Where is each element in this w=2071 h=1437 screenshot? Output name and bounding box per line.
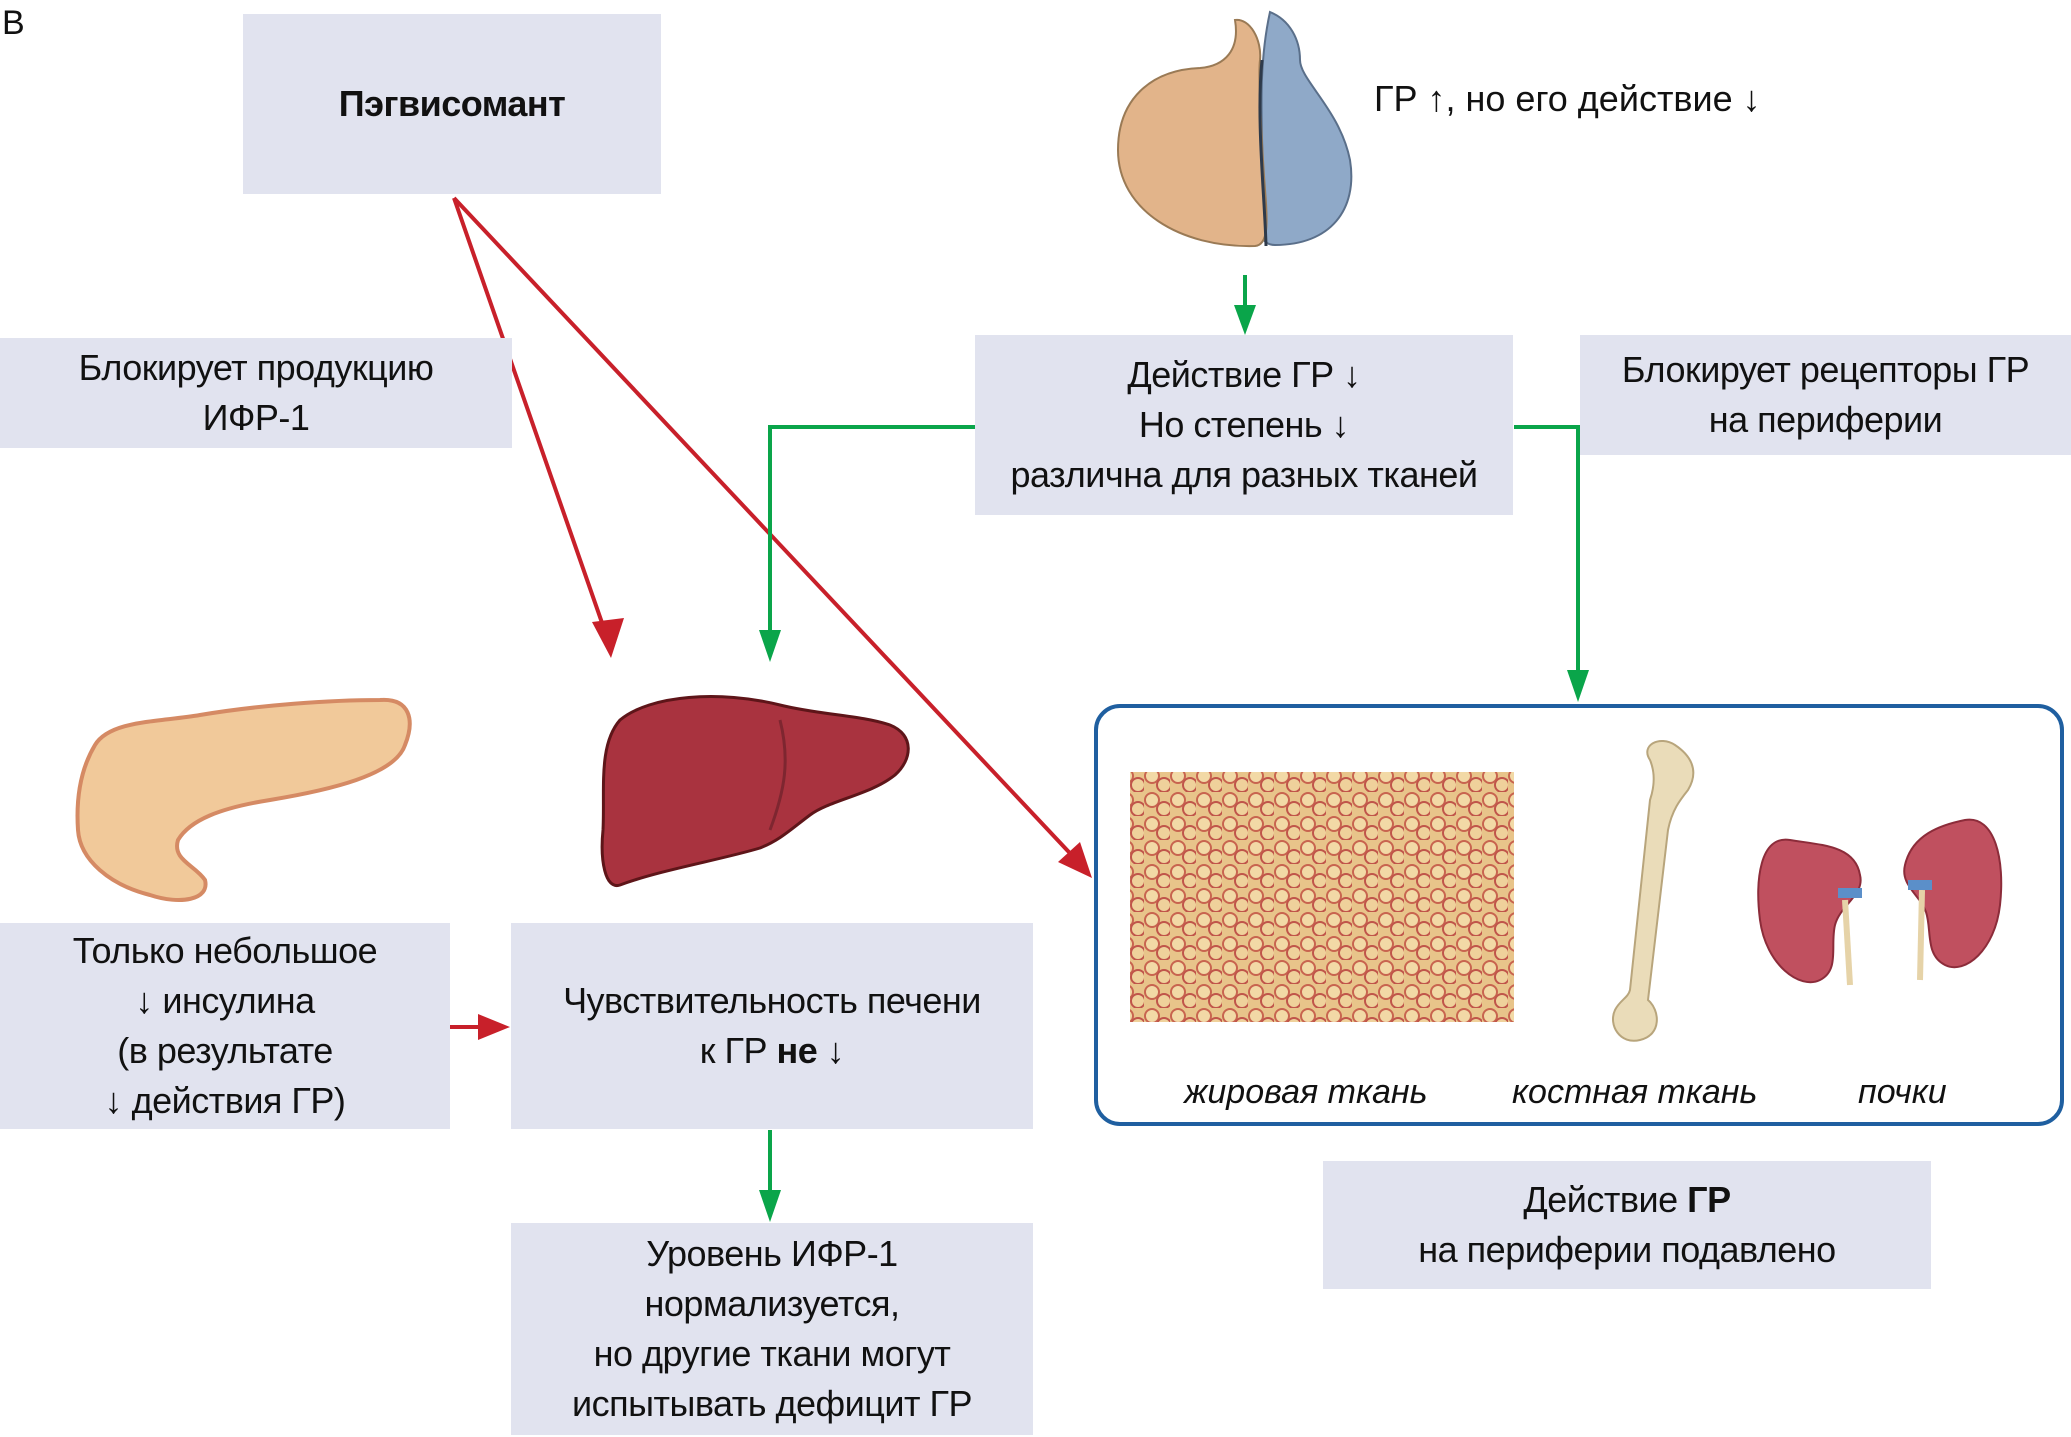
gh-action-box: Действие ГР ↓ Но степень ↓ различна для … [975,335,1513,515]
tissue-label-bone: костная ткань [1512,1073,1758,1111]
panel-label: B [2,4,25,42]
igf-level-line-2: нормализуется, [644,1283,900,1324]
insulin-box: Только небольшое ↓ инсулина (в результат… [0,923,450,1129]
blocks-receptors-box: Блокирует рецепторы ГР на периферии [1580,335,2071,455]
liver-sensitivity-not: не [776,1030,818,1071]
arrow-insulin-to-liver [450,1014,510,1040]
liver-sensitivity-line-2: к ГР не ↓ [700,1026,845,1076]
arrow-action-to-tissues [1514,425,1589,702]
arrow-drug-to-liver [452,197,624,658]
arrow-liver-to-igf [759,1130,781,1222]
tissue-label-adipose: жировая ткань [1184,1073,1428,1111]
drug-box: Пэгвисомант [243,14,661,194]
liver-sensitivity-box: Чувствительность печени к ГР не ↓ [511,923,1033,1129]
gh-action-line-2: Но степень ↓ [1138,404,1350,445]
tissue-label-kidneys: почки [1858,1073,1947,1111]
igf-level-box: Уровень ИФР-1 нормализуется, но другие т… [511,1223,1033,1435]
gh-action-line-3: различна для разных тканей [1010,454,1479,495]
insulin-line-2: ↓ инсулина [135,980,315,1021]
blocks-igf-box: Блокирует продукцию ИФР-1 [0,338,512,448]
igf-level-line-4: испытывать дефицит ГР [571,1383,973,1424]
igf-level-line-3: но другие ткани могут [593,1333,951,1374]
peripheral-line-1: Действие ГР [1523,1175,1731,1225]
liver-sensitivity-post: ↓ [817,1030,845,1071]
arrow-drug-to-tissues [452,196,1092,878]
peripheral-line-1-pre: Действие [1523,1179,1688,1220]
peripheral-tissues-frame [1094,704,2064,1126]
liver-sensitivity-line-1: Чувствительность печени [563,980,981,1021]
liver-sensitivity-pre: к ГР [699,1030,777,1071]
arrow-action-to-liver [759,425,975,662]
peripheral-suppressed-box: Действие ГР на периферии подавлено [1323,1161,1931,1289]
pituitary-note: ГР ↑, но его действие ↓ [1374,78,1761,119]
drug-name: Пэгвисомант [338,83,566,124]
igf-level-line-1: Уровень ИФР-1 [646,1233,898,1274]
peripheral-line-2: на периферии подавлено [1418,1229,1836,1270]
insulin-line-3: (в результате [117,1030,333,1071]
insulin-line-1: Только небольшое [72,930,378,971]
blocks-receptors-line-1: Блокирует рецепторы ГР [1621,349,2030,390]
arrow-pituitary-to-action [1234,275,1256,335]
gh-action-line-1: Действие ГР ↓ [1127,354,1361,395]
insulin-line-4: ↓ действия ГР) [104,1080,346,1121]
blocks-igf-line-2: ИФР-1 [202,397,310,438]
blocks-igf-line-1: Блокирует продукцию [78,347,434,388]
peripheral-line-1-bold: ГР [1687,1179,1731,1220]
blocks-receptors-line-2: на периферии [1708,399,1943,440]
